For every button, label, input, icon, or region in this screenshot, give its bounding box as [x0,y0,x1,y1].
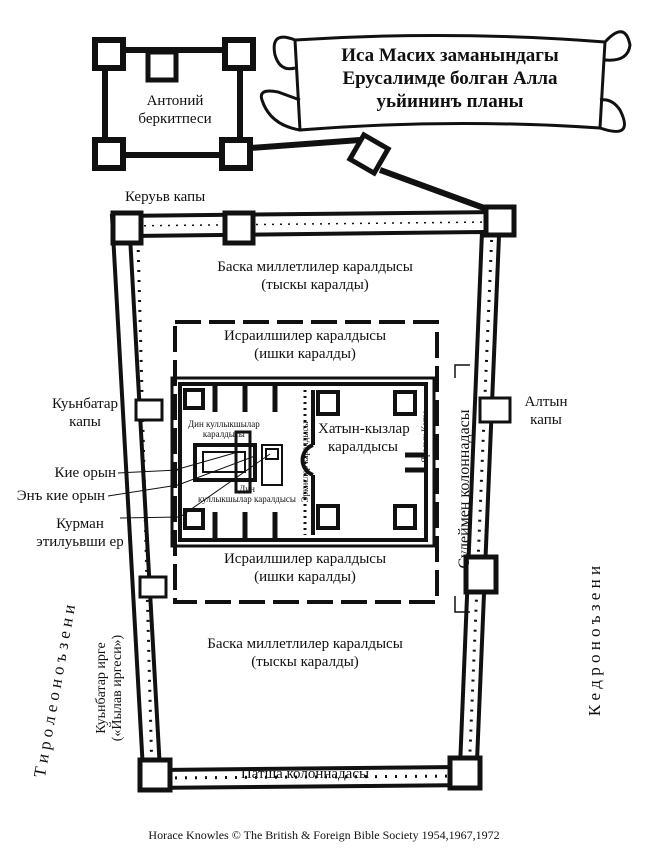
west-ramp-line-1: Куьнбатар ирге [94,642,109,734]
israel-court [173,320,439,604]
label-israel-court-bottom: Исраилшилер каралдысы (ишки каралды) [185,550,425,586]
priests-top-line-1: Дин куллыкшылар [188,419,260,429]
label-holy-of-holies: Энъ кие орын [16,488,105,504]
west-gate-line-2: капы [69,414,101,430]
israel-court-top-line-2: (ишки каралды) [254,346,356,362]
antonia-line-1: Антоний [146,93,204,109]
priests-top-line-2: каралдысы [202,429,245,439]
golden-gate-line-1: Алтын [524,394,568,410]
priests-bottom-line-1: Дин [239,484,255,494]
label-golden-gate: Алтын капы [516,393,576,429]
west-ramp-line-2: («Йылав иргеси») [110,634,125,742]
label-kidron-valley: К е д р о н о ъ з е н и [585,565,604,717]
credit-line: Horace Knowles © The British & Foreign B… [148,828,500,842]
label-beautiful-gate: Ярасык Капы [420,411,430,463]
israel-court-top-line-1: Исраилшилер каралдысы [223,328,387,344]
label-mens-court: Эркислер каралдысы [300,421,310,503]
title-line-1: Иса Масих заманындагы [341,45,559,66]
priests-bottom-line-2: куллыкшылар каралдысы [198,494,296,504]
golden-gate-line-2: капы [530,412,562,428]
west-gate-line-1: Куьнбатар [51,396,119,412]
altar-line-2: этилуьвши ер [36,534,124,550]
antonia-line-2: беркитпеси [138,111,212,127]
outer-court-top-line-2: (тыскы каралды) [261,277,369,293]
label-solomon-colonnade: Сулеймен колоннадасы [456,409,473,569]
label-keruv-gate: Керуьв капы [125,189,206,205]
antonia-fortress [92,37,497,215]
israel-court-bottom-line-2: (ишки каралды) [254,569,356,585]
title-scroll [259,30,632,133]
altar-line-1: Курман [56,516,104,532]
label-womens-court: Хатын-кызлар каралдысы [318,420,410,456]
label-outer-court-bottom: Баска миллетлилер каралдысы (тыскы каралд… [170,635,440,671]
title: Иса Масих заманындагы Ерусалимде болган … [300,44,600,113]
label-outer-court-top: Баска миллетлилер каралдысы (тыскы каралд… [180,258,450,294]
inner-temple [170,376,436,548]
label-west-gate: Куьнбатар капы [45,395,125,431]
womens-court-line-2: каралдысы [328,439,398,455]
label-altar: Курман этилуьвши ер [30,515,130,551]
label-israel-court-top: Исраилшилер каралдысы (ишки каралды) [185,327,425,363]
title-line-3: уьйининъ планы [376,91,524,112]
womens-court-line-1: Хатын-кызлар [318,421,410,437]
outer-court-bottom-line-2: (тыскы каралды) [251,654,359,670]
outer-court-top-line-1: Баска миллетлилер каралдысы [217,259,413,275]
outer-walls [109,204,517,793]
title-line-2: Ерусалимде болган Алла [342,68,558,89]
israel-court-bottom-line-1: Исраилшилер каралдысы [223,551,387,567]
label-west-ramp: Куьнбатар ирге(«Йылав иргеси») [94,618,126,758]
label-antonia: Антоний беркитпеси [115,92,235,128]
label-royal-colonnade: Патша колоннадасы [240,766,370,782]
label-holy-place: Кие орын [54,465,116,481]
outer-court-bottom-line-1: Баска миллетлилер каралдысы [207,636,403,652]
